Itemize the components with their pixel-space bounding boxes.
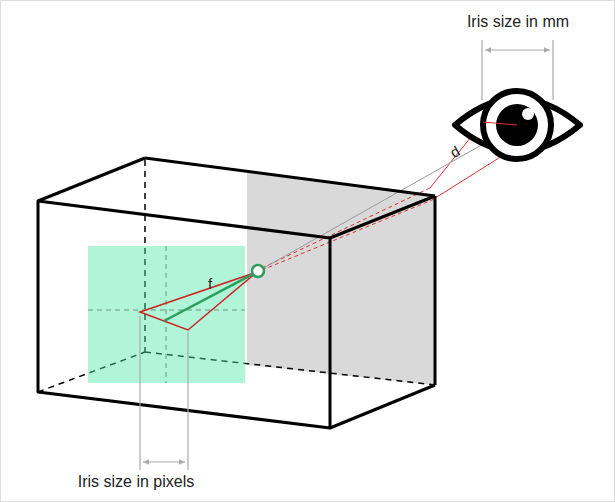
distance-line [262,125,517,269]
focal-length-symbol: f [208,276,212,293]
dimension-label: Iris size in pixels [78,473,194,491]
plane-axis [166,246,167,383]
focal-line [164,272,257,321]
iris-rays [483,122,517,125]
dimension-label: Iris size in mm [467,13,569,31]
iris-pixels-dimension [140,316,188,470]
pinhole [252,265,264,277]
distance-symbol: d [447,143,462,161]
projection-triangle [140,272,257,330]
camera-box [38,158,435,428]
eye-symbol [455,91,580,159]
image-plane [88,246,245,383]
hidden-edges [38,160,435,392]
camera-back-wall [247,172,435,385]
iris-mm-dimension [482,40,553,100]
